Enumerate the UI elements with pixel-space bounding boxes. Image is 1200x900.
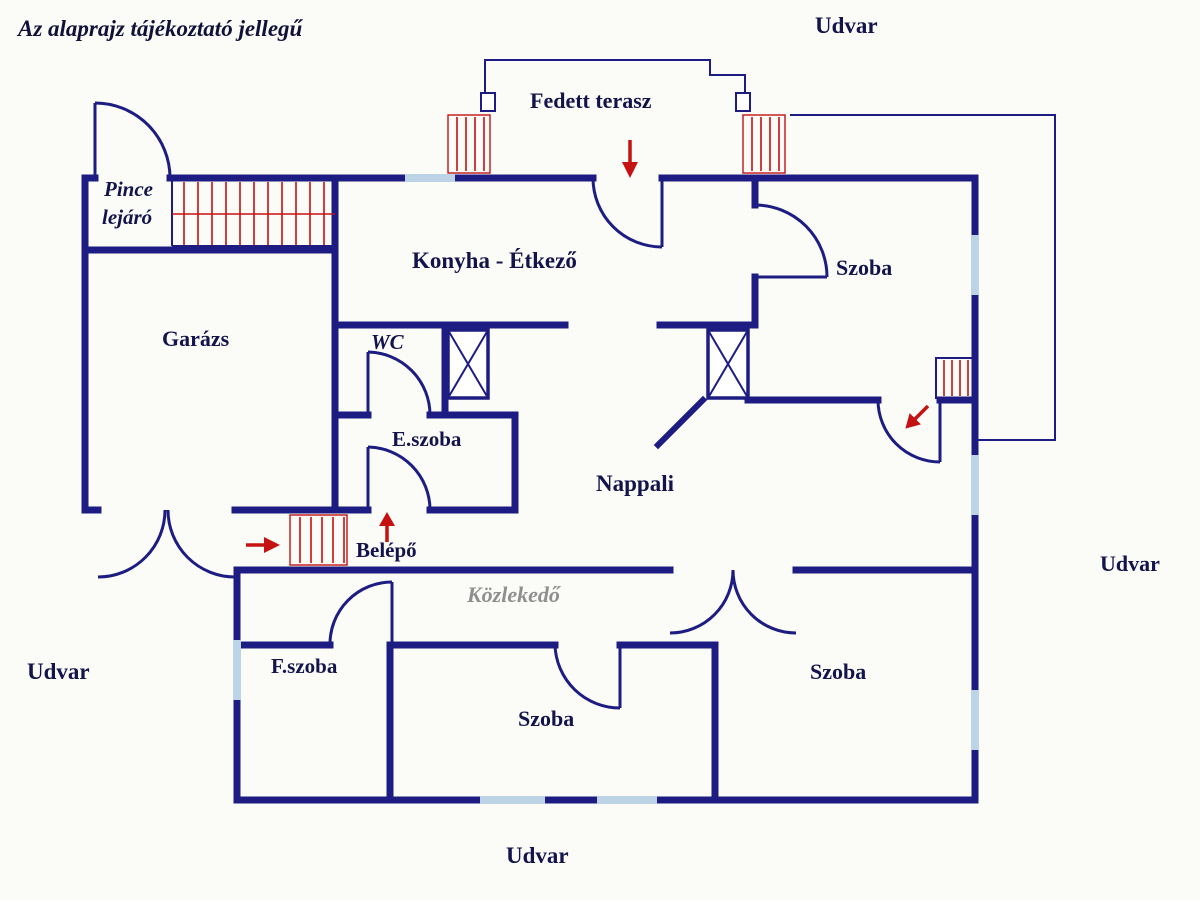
terrace-outline — [484, 59, 746, 95]
wc-walls — [331, 321, 519, 514]
kitchen-room-door-arc — [754, 203, 829, 279]
terrace-post-left-hatch — [456, 117, 485, 171]
garage-label: Garázs — [162, 326, 230, 351]
cellar-label-line2: lejáró — [102, 205, 152, 229]
chimney-symbols — [446, 328, 750, 400]
f-room-label: F.szoba — [271, 654, 338, 678]
udvar-bottom-label: Udvar — [506, 843, 569, 868]
entry-door-arrow — [379, 512, 395, 542]
windows — [233, 174, 979, 804]
froom-door-arc — [328, 580, 394, 646]
terrace-label: Fedett terasz — [530, 88, 652, 113]
entry-label: Belépő — [356, 538, 417, 562]
hall-label: Közlekedő — [466, 582, 562, 607]
eroom-door-arc — [366, 445, 432, 511]
bottomcenter-room-door-arc — [553, 644, 622, 710]
e-room-label: E.szoba — [392, 427, 462, 451]
living-room-diagonal-door-leaf — [653, 395, 708, 450]
terrace-post-left — [447, 114, 491, 174]
labels: Az alaprajz tájékoztató jellegű Udvar Fe… — [16, 13, 1160, 868]
cellar-door-arc — [93, 101, 172, 179]
direction-arrows — [246, 140, 930, 553]
stairs — [172, 114, 969, 566]
door-swings — [93, 101, 942, 710]
entrance-steps — [289, 514, 348, 566]
cellar-stairs-treads — [172, 182, 335, 245]
chimney-box-left-cross — [447, 329, 489, 399]
side-door-arrow — [905, 404, 930, 429]
terrace-post-marker-right — [735, 92, 751, 112]
wc-label: WC — [371, 330, 405, 354]
chimney-box-right-cross — [707, 329, 749, 399]
topright-room-door-arc — [876, 399, 942, 464]
room-bottom-center-label: Szoba — [518, 706, 574, 731]
terrace-post-right — [742, 114, 786, 174]
entrance-direction-arrow — [246, 537, 280, 553]
wc-door-arc — [366, 350, 432, 416]
room-top-right-label: Szoba — [836, 255, 892, 280]
garage-door-arcs — [97, 509, 236, 579]
courtyard-boundary-line — [790, 114, 1056, 441]
room-bottom-right-label: Szoba — [810, 659, 866, 684]
udvar-left-label: Udvar — [27, 659, 90, 684]
udvar-right-label: Udvar — [1100, 551, 1160, 576]
terrace-door-arc — [591, 177, 664, 249]
udvar-top-label: Udvar — [815, 13, 878, 38]
terrace-post-marker-left — [480, 92, 496, 112]
terrace-entry-arrow — [622, 140, 638, 178]
terrace-post-right-hatch — [751, 117, 780, 171]
living-hall-double-door-arcs — [669, 569, 797, 635]
living-room-label: Nappali — [596, 471, 675, 496]
side-steps-hatch — [943, 360, 969, 396]
kitchen-label: Konyha - Étkező — [412, 248, 577, 273]
cellar-label-line1: Pince — [103, 177, 153, 201]
disclaimer-title: Az alaprajz tájékoztató jellegű — [16, 16, 304, 41]
side-steps-border — [935, 357, 976, 399]
entrance-steps-hatch — [299, 517, 345, 563]
